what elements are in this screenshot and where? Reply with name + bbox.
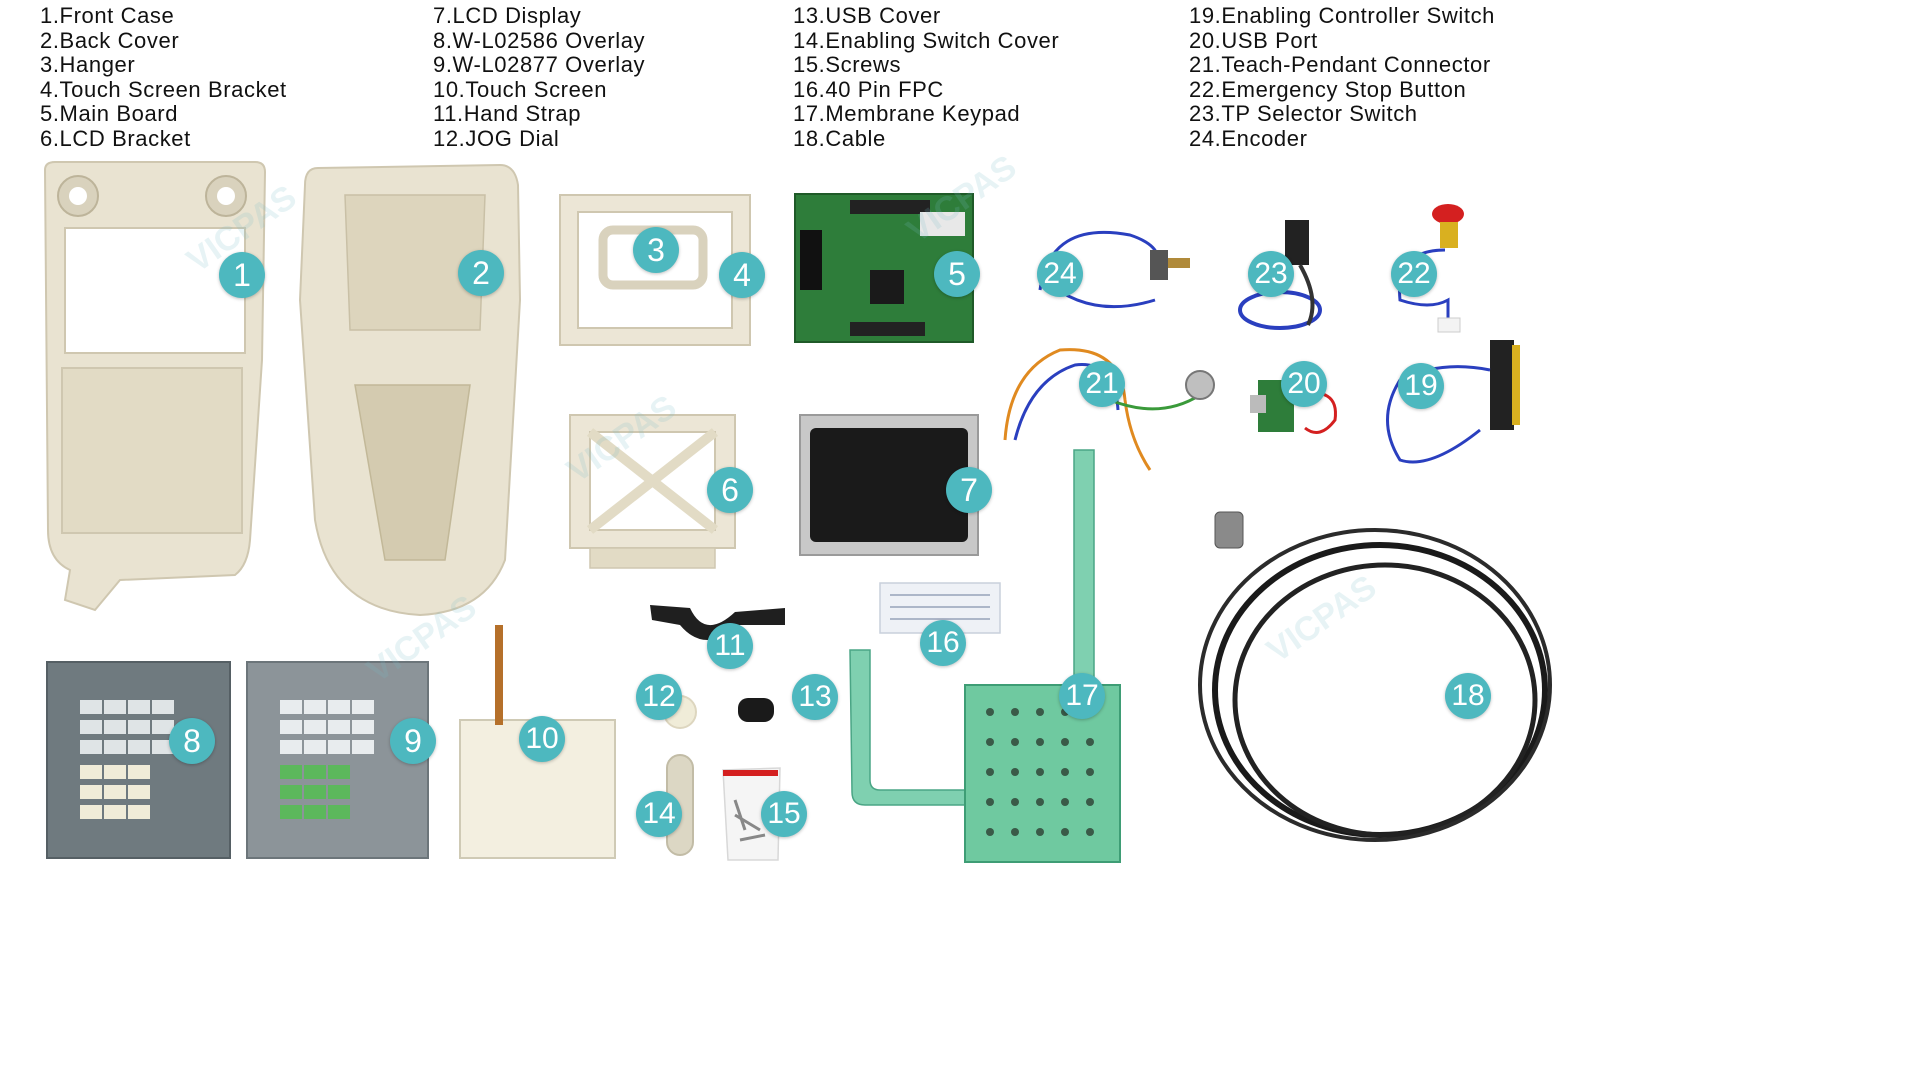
callout-5: 5 [934, 251, 980, 297]
legend-item: 22.Emergency Stop Button [1189, 76, 1467, 102]
callout-12: 12 [636, 674, 682, 720]
legend-item: 2.Back Cover [40, 27, 180, 53]
callout-21: 21 [1079, 361, 1125, 407]
callout-23: 23 [1248, 251, 1294, 297]
legend-item: 19.Enabling Controller Switch [1189, 3, 1495, 28]
parts-diagram [43, 161, 1552, 863]
legend-item: 20.USB Port [1189, 27, 1318, 53]
legend-item: 17.Membrane Keypad [793, 101, 1021, 127]
legend-item: 4.Touch Screen Bracket [40, 76, 287, 102]
legend-item: 24.Encoder [1189, 125, 1308, 151]
main-board [794, 193, 974, 343]
legend-item: 3.Hanger [40, 52, 136, 78]
callout-4: 4 [719, 252, 765, 298]
callout-20: 20 [1281, 361, 1327, 407]
legend-item: 12.JOG Dial [433, 125, 560, 151]
hand-strap [650, 605, 785, 640]
callout-24: 24 [1037, 251, 1083, 297]
callout-15: 15 [761, 791, 807, 837]
legend-item: 14.Enabling Switch Cover [793, 27, 1060, 53]
callout-3: 3 [633, 227, 679, 273]
legend-column-3: 13.USB Cover 14.Enabling Switch Cover 15… [793, 3, 1060, 152]
lcd-bracket [569, 414, 736, 569]
enabling-controller-switch [1386, 340, 1520, 464]
callout-13: 13 [792, 674, 838, 720]
callout-19: 19 [1398, 363, 1444, 409]
callout-18: 18 [1445, 673, 1491, 719]
legend-item: 23.TP Selector Switch [1189, 101, 1418, 127]
legend-column-1: 1.Front Case 2.Back Cover 3.Hanger 4.Tou… [40, 3, 287, 152]
back-cover [298, 163, 522, 617]
emergency-stop-button [1398, 204, 1464, 333]
callout-2: 2 [458, 250, 504, 296]
front-case [43, 161, 267, 612]
legend-item: 15.Screws [793, 52, 902, 78]
callout-9: 9 [390, 718, 436, 764]
cable [1198, 511, 1552, 842]
callout-7: 7 [946, 467, 992, 513]
legend-item: 21.Teach-Pendant Connector [1189, 52, 1491, 78]
callout-14: 14 [636, 791, 682, 837]
callout-1: 1 [219, 252, 265, 298]
legend-item: 8.W-L02586 Overlay [433, 27, 646, 53]
legend-item: 11.Hand Strap [433, 101, 582, 127]
legend-item: 18.Cable [793, 125, 886, 151]
touch-screen [459, 625, 616, 859]
legend-item: 5.Main Board [40, 101, 179, 127]
legend-item: 6.LCD Bracket [40, 125, 191, 151]
touch-screen-bracket [559, 194, 751, 346]
screws [722, 767, 781, 861]
overlay-w-l02586 [46, 661, 231, 859]
callout-8: 8 [169, 718, 215, 764]
legend-item: 7.LCD Display [433, 3, 582, 28]
callout-16: 16 [920, 620, 966, 666]
parts-legend: 1.Front Case 2.Back Cover 3.Hanger 4.Tou… [0, 2, 1568, 154]
callout-17: 17 [1059, 673, 1105, 719]
callout-6: 6 [707, 467, 753, 513]
callout-10: 10 [519, 716, 565, 762]
legend-item: 16.40 Pin FPC [793, 76, 944, 102]
overlay-w-l02877 [246, 661, 429, 859]
legend-item: 1.Front Case [40, 3, 175, 28]
legend-item: 10.Touch Screen [433, 76, 608, 102]
legend-item: 9.W-L02877 Overlay [433, 52, 646, 78]
legend-column-2: 7.LCD Display 8.W-L02586 Overlay 9.W-L02… [433, 3, 646, 152]
legend-item: 13.USB Cover [793, 3, 941, 28]
callout-11: 11 [707, 623, 753, 669]
callout-22: 22 [1391, 251, 1437, 297]
legend-column-4: 19.Enabling Controller Switch 20.USB Por… [1189, 3, 1495, 152]
usb-cover [738, 698, 774, 722]
